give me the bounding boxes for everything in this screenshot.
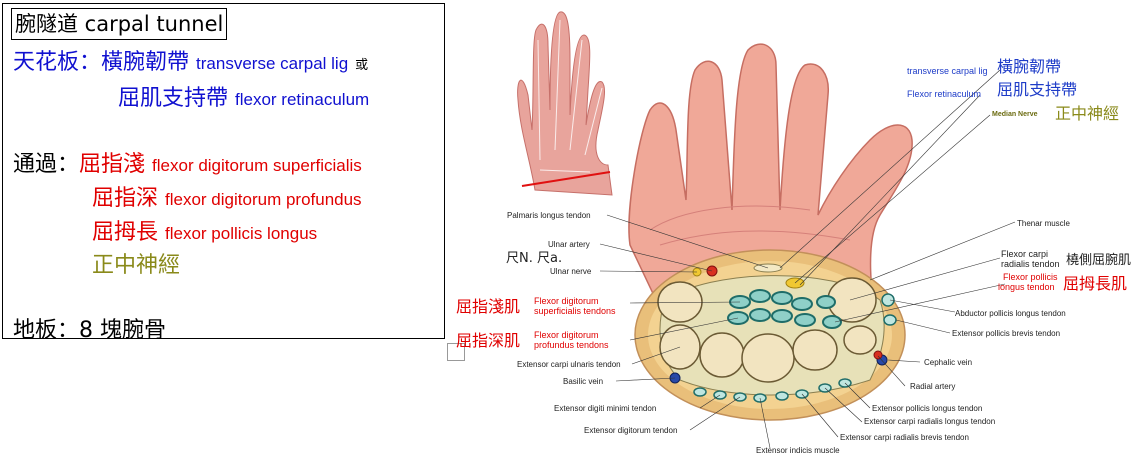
label-fdp-en-1: Flexor digitorum (534, 330, 599, 340)
text-box: 腕隧道 carpal tunnel 天花板：橫腕韌帶 transverse ca… (2, 3, 445, 343)
label-fcr-en-2: radialis tendon (1001, 259, 1060, 269)
floor-label: 地板： (13, 318, 80, 343)
roof-label: 天花板： (13, 50, 102, 75)
label-edm: Extensor digiti minimi tendon (554, 404, 656, 413)
carpal-tunnel-illustration: transverse carpal lig 橫腕韌帶 Flexor retina… (456, 2, 1131, 455)
roof-en-2: flexor retinaculum (235, 90, 370, 109)
wrist-cross-section (634, 249, 906, 421)
label-cephalic: Cephalic vein (924, 358, 972, 367)
label-basilic: Basilic vein (563, 377, 603, 386)
label-median-en: Median Nerve (992, 111, 1038, 118)
pass-zh-3: 屈拇長 (92, 220, 159, 245)
label-radial-artery: Radial artery (910, 382, 955, 391)
label-ecu: Extensor carpi ulnaris tendon (517, 360, 621, 369)
small-square (447, 343, 465, 361)
label-fpl-en-2: longus tendon (998, 282, 1055, 292)
roof-line-1: 天花板：橫腕韌帶 transverse carpal lig 或 (13, 44, 368, 76)
pass-zh-4: 正中神經 (92, 253, 181, 278)
label-fdp-en-2: profundus tendons (534, 340, 609, 350)
label-epl: Extensor pollicis longus tendon (872, 404, 982, 413)
label-ecrb: Extensor carpi radialis brevis tendon (840, 433, 969, 442)
floor-line: 地板：8 塊腕骨 (13, 312, 166, 344)
label-fds-zh: 屈指淺肌 (456, 297, 520, 316)
label-ei: Extensor indicis muscle (756, 446, 840, 455)
roof-en-1: transverse carpal lig (196, 54, 349, 73)
label-flexor-ret-zh: 屈肌支持帶 (997, 80, 1077, 99)
pass-label: 通過： (13, 152, 80, 177)
pass-line-3: 屈拇長 flexor pollicis longus (92, 214, 317, 246)
pass-en-2: flexor digitorum profundus (165, 190, 362, 209)
label-fpl-en-1: Flexor pollicis (1003, 272, 1058, 282)
pass-line-2: 屈指深 flexor digitorum profundus (92, 180, 362, 212)
label-fds-en-1: Flexor digitorum (534, 296, 599, 306)
roof-line-2: 屈肌支持帶 flexor retinaculum (118, 80, 369, 112)
floor-value: 8 塊腕骨 (79, 318, 167, 343)
label-flexor-ret-en: Flexor retinaculum (907, 89, 981, 99)
label-fds-en-2: superficialis tendons (534, 306, 616, 316)
leader-lines (599, 69, 1016, 449)
pass-zh-2: 屈指深 (92, 186, 159, 211)
roof-zh-2: 屈肌支持帶 (118, 86, 229, 111)
label-fpl-zh: 屈拇長肌 (1063, 274, 1127, 293)
roof-zh-1: 橫腕韌帶 (101, 50, 190, 75)
pass-en-3: flexor pollicis longus (165, 224, 318, 243)
pass-en-1: flexor digitorum superficialis (152, 156, 362, 175)
pass-line-1: 通過：屈指淺 flexor digitorum superficialis (13, 146, 362, 178)
label-fcr-en-1: Flexor carpi (1001, 249, 1048, 259)
label-fcr-zh: 橈側屈腕肌 (1066, 252, 1131, 268)
pass-line-4: 正中神經 (92, 247, 180, 279)
label-ed: Extensor digitorum tendon (584, 426, 677, 435)
label-palmaris: Palmaris longus tendon (507, 211, 591, 220)
label-apl: Abductor pollicis longus tendon (955, 309, 1066, 318)
pass-zh-1: 屈指淺 (79, 152, 146, 177)
label-ecrl: Extensor carpi radialis longus tendon (864, 417, 995, 426)
label-ulnar-nerve: Ulnar nerve (550, 267, 592, 276)
label-thenar: Thenar muscle (1017, 219, 1070, 228)
label-ulnar-artery: Ulnar artery (548, 240, 590, 249)
title: 腕隧道 carpal tunnel (11, 8, 228, 40)
roof-or: 或 (355, 58, 369, 73)
label-transverse-en: transverse carpal lig (907, 66, 988, 76)
label-transverse-zh: 橫腕韌帶 (997, 57, 1061, 76)
label-median-zh: 正中神經 (1055, 104, 1119, 123)
label-fdp-zh: 屈指深肌 (456, 331, 520, 350)
label-epb: Extensor pollicis brevis tendon (952, 329, 1060, 338)
label-ulnar-zh: 尺N. 尺a. (506, 251, 562, 266)
inset-hand (510, 2, 630, 200)
